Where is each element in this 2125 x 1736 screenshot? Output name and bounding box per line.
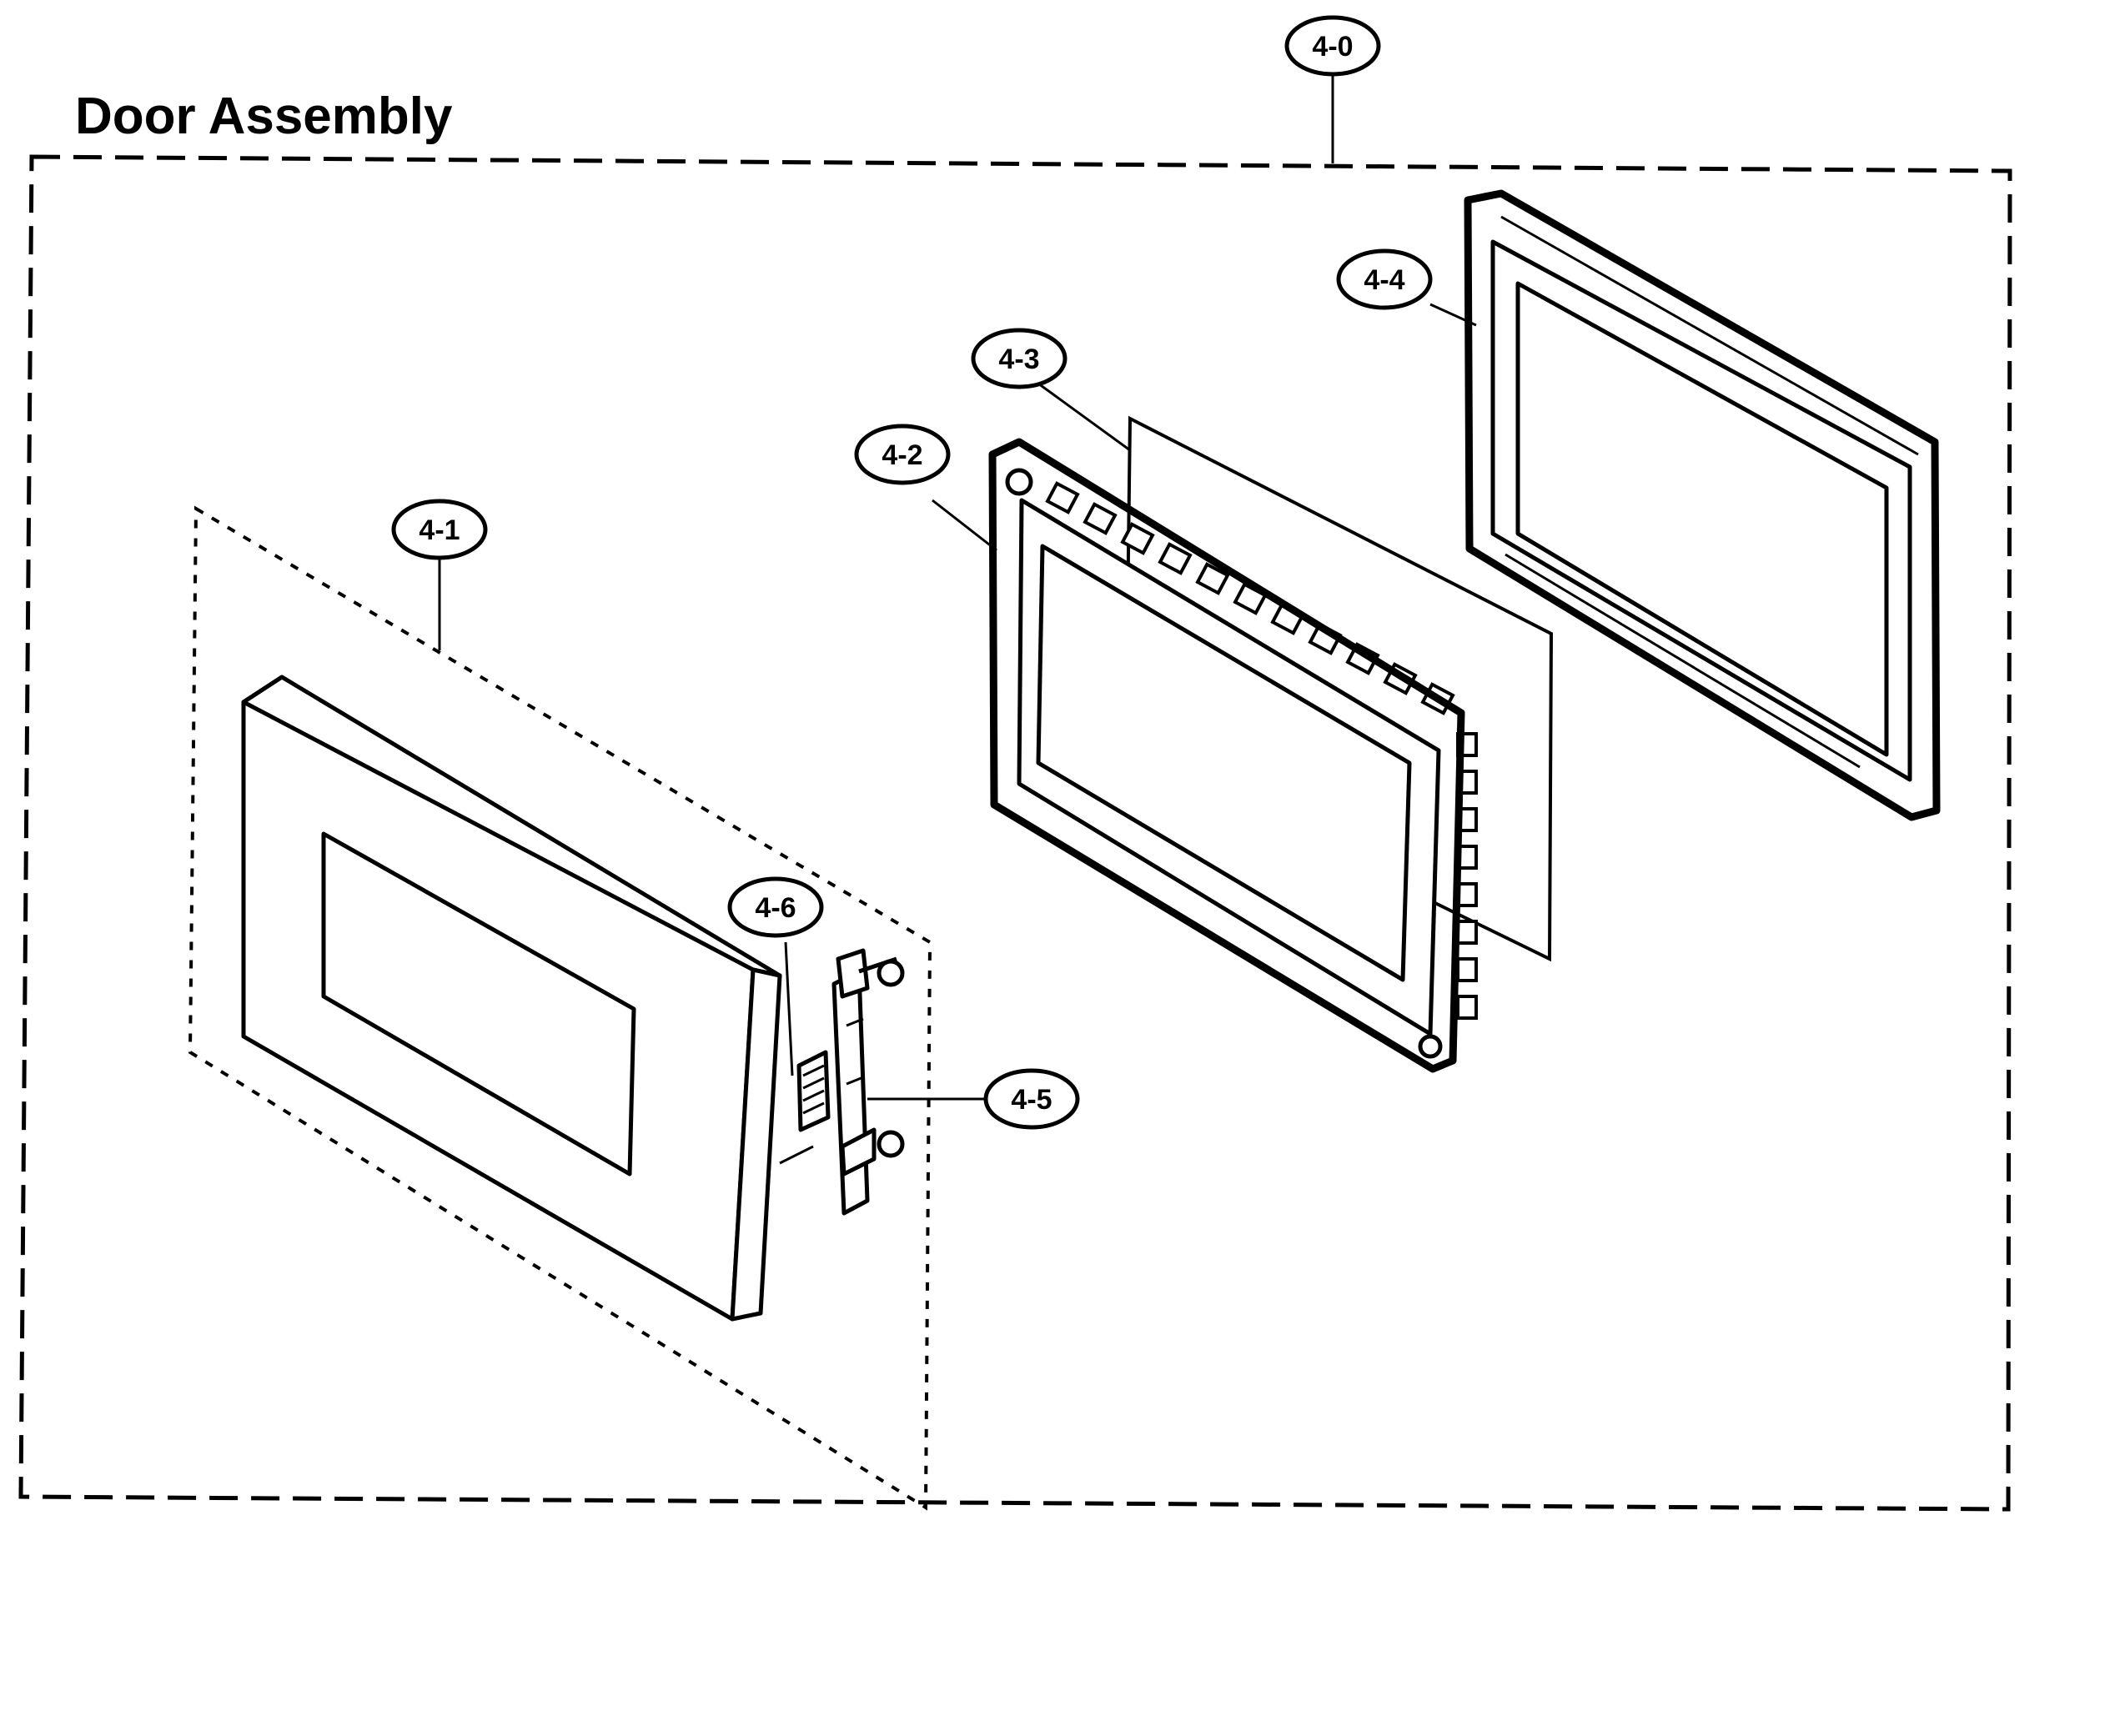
svg-text:4-4: 4-4 bbox=[1364, 264, 1404, 296]
callout-4-6: 4-6 bbox=[727, 876, 824, 938]
svg-text:4-5: 4-5 bbox=[1011, 1084, 1052, 1116]
part-latch-hook bbox=[831, 948, 905, 1216]
svg-text:4-3: 4-3 bbox=[998, 344, 1039, 375]
svg-text:4-2: 4-2 bbox=[882, 439, 922, 471]
leader-4-3 bbox=[1037, 382, 1131, 452]
callout-4-0: 4-0 bbox=[1284, 15, 1381, 77]
callout-4-4: 4-4 bbox=[1336, 248, 1433, 310]
front-panel-group-boundary bbox=[188, 505, 932, 1511]
leader-4-2 bbox=[932, 499, 997, 552]
part-choke-frame bbox=[988, 438, 1478, 1073]
callout-4-3: 4-3 bbox=[971, 328, 1068, 389]
svg-text:4-1: 4-1 bbox=[419, 514, 460, 546]
svg-text:4-0: 4-0 bbox=[1312, 31, 1353, 63]
part-latch-lever bbox=[779, 1050, 831, 1165]
diagram-title: Door Assembly bbox=[75, 88, 453, 145]
callout-4-5: 4-5 bbox=[983, 1068, 1080, 1130]
assembly-boundary bbox=[18, 154, 2012, 1512]
callout-4-2: 4-2 bbox=[854, 424, 951, 485]
leader-4-4 bbox=[1429, 303, 1477, 327]
leader-4-6 bbox=[784, 941, 794, 1076]
svg-text:4-6: 4-6 bbox=[755, 892, 796, 924]
part-front-door-panel bbox=[241, 675, 782, 1322]
callout-4-1: 4-1 bbox=[391, 499, 488, 560]
part-door-seal-frame bbox=[1464, 189, 1941, 821]
